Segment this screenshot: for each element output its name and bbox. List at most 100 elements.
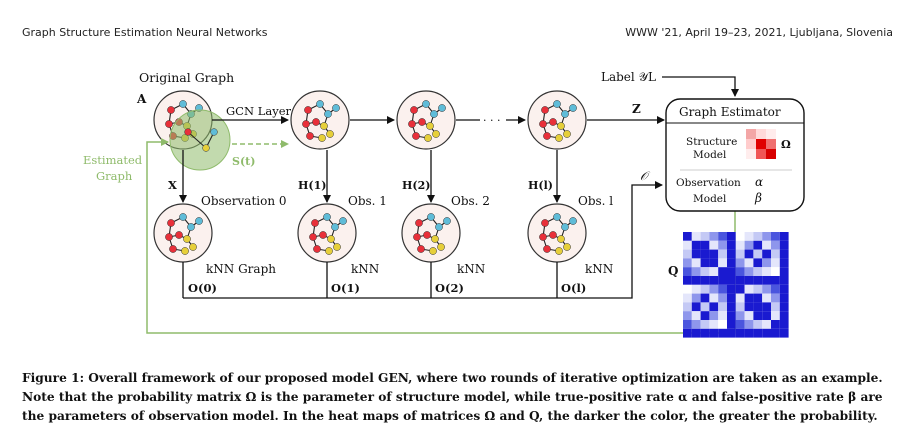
q-heatmap-cell — [727, 311, 736, 320]
q-heatmap-cell — [753, 232, 763, 241]
framework-figure: Original Graph A GCN Layer Estimated Gra… — [83, 70, 805, 338]
estimated-graph-label-1: Estimated — [83, 153, 143, 167]
q-heatmap-cell — [691, 258, 701, 268]
q-heatmap-cell — [779, 258, 789, 268]
q-heatmap-cell — [691, 267, 701, 276]
hidden-graph-1 — [290, 90, 350, 150]
q-heatmap-cell — [683, 284, 692, 294]
q-heatmap-cell — [700, 293, 710, 303]
q-heatmap-cell — [735, 302, 745, 312]
q-heatmap-cell — [753, 276, 763, 285]
q-heatmap-cell — [744, 240, 754, 250]
estimated-graph-label-2: Graph — [96, 169, 133, 183]
q-heatmap-cell — [727, 267, 736, 276]
s-t-label: S(t) — [232, 155, 255, 168]
q-heatmap-cell — [718, 293, 727, 303]
q-heatmap-cell — [700, 311, 710, 320]
structure-model-label-1: Structure — [686, 136, 737, 148]
q-heatmap-cell — [771, 258, 780, 268]
q-heatmap-cell — [683, 293, 692, 303]
z-label: Z — [632, 102, 641, 116]
q-heatmap-cell — [700, 302, 710, 312]
q-heatmap-cell — [709, 284, 719, 294]
q-heatmap-cell — [683, 240, 692, 250]
knn-graph-label: kNN Graph — [206, 262, 276, 276]
q-heatmap-cell — [735, 258, 745, 268]
ol-label: O(l) — [561, 281, 586, 295]
q-heatmap-cell — [762, 311, 771, 320]
q-heatmap-cell — [762, 328, 771, 338]
q-heatmap-cell — [700, 258, 710, 268]
q-heatmap-cell — [779, 249, 789, 259]
estimated-graph-overlay — [169, 109, 231, 171]
q-heatmap-cell — [744, 258, 754, 268]
q-heatmap-cell — [762, 232, 771, 241]
graph-estimator-box — [665, 98, 805, 212]
q-heatmap-cell — [718, 240, 727, 250]
q-heatmap-cell — [762, 258, 771, 268]
q-heatmap-cell — [779, 320, 789, 329]
running-header-title: Graph Structure Estimation Neural Networ… — [22, 26, 268, 39]
observation-model-label-1: Observation — [676, 177, 741, 189]
q-heatmap-cell — [718, 302, 727, 312]
q-heatmap-cell — [771, 311, 780, 320]
caption-line-3: the parameters of observation model. In … — [22, 409, 878, 423]
q-heatmap-cell — [779, 284, 789, 294]
label-y-label: Label 𝒴L — [601, 70, 656, 84]
q-heatmap-cell — [771, 276, 780, 285]
o1-label: O(1) — [331, 281, 360, 295]
arrow-label — [662, 76, 739, 97]
q-heatmap-cell — [779, 293, 789, 303]
o0-label: O(0) — [188, 281, 217, 295]
q-heatmap-cell — [718, 320, 727, 329]
q-heatmap-cell — [753, 258, 763, 268]
q-heatmap-cell — [718, 276, 727, 285]
q-heatmap-cell — [683, 302, 692, 312]
q-heatmap-cell — [762, 320, 771, 329]
q-heatmap-cell — [683, 258, 692, 268]
q-heatmap-cell — [744, 284, 754, 294]
observation-graph-l — [527, 203, 587, 263]
q-heatmap-cell — [727, 249, 736, 259]
q-heatmap-cell — [683, 276, 692, 285]
q-heatmap-cell — [691, 320, 701, 329]
q-heatmap-cell — [709, 328, 719, 338]
figure-caption: Figure 1: Overall framework of our propo… — [22, 369, 902, 426]
q-heatmap-cell — [709, 302, 719, 312]
q-heatmap-cell — [771, 293, 780, 303]
q-heatmap-cell — [779, 328, 789, 338]
q-heatmap-cell — [779, 302, 789, 312]
q-heatmap-cell — [718, 267, 727, 276]
q-heatmap-cell — [735, 249, 745, 259]
dots-label: · · · — [483, 114, 500, 127]
q-heatmap-cell — [771, 232, 780, 241]
caption-line-2: Note that the probability matrix Ω is th… — [22, 390, 883, 404]
q-heatmap-cell — [700, 276, 710, 285]
q-heatmap-cell — [709, 267, 719, 276]
q-heatmap-cell — [753, 320, 763, 329]
q-heatmap-cell — [735, 240, 745, 250]
q-heatmap-cell — [762, 293, 771, 303]
observation-set-label: 𝒪 — [640, 169, 651, 183]
q-heatmap-cell — [709, 258, 719, 268]
q-heatmap-cell — [735, 293, 745, 303]
q-heatmap-cell — [744, 293, 754, 303]
q-heatmap-cell — [691, 284, 701, 294]
q-heatmap-cell — [691, 240, 701, 250]
q-heatmap-cell — [709, 311, 719, 320]
q-heatmap-cell — [779, 267, 789, 276]
observation-graph-1 — [297, 203, 357, 263]
q-heatmap-cell — [762, 249, 771, 259]
q-heatmap-cell — [771, 328, 780, 338]
q-heatmap-cell — [691, 249, 701, 259]
q-heatmap-cell — [700, 320, 710, 329]
q-heatmap-cell — [709, 276, 719, 285]
omega-label: Ω — [781, 138, 791, 151]
q-heatmap-cell — [753, 302, 763, 312]
q-heatmap-cell — [718, 249, 727, 259]
q-heatmap-cell — [700, 240, 710, 250]
q-heatmap-cell — [709, 293, 719, 303]
q-heatmap-cell — [735, 232, 745, 241]
q-heatmap-cell — [779, 232, 789, 241]
q-heatmap-cell — [718, 311, 727, 320]
